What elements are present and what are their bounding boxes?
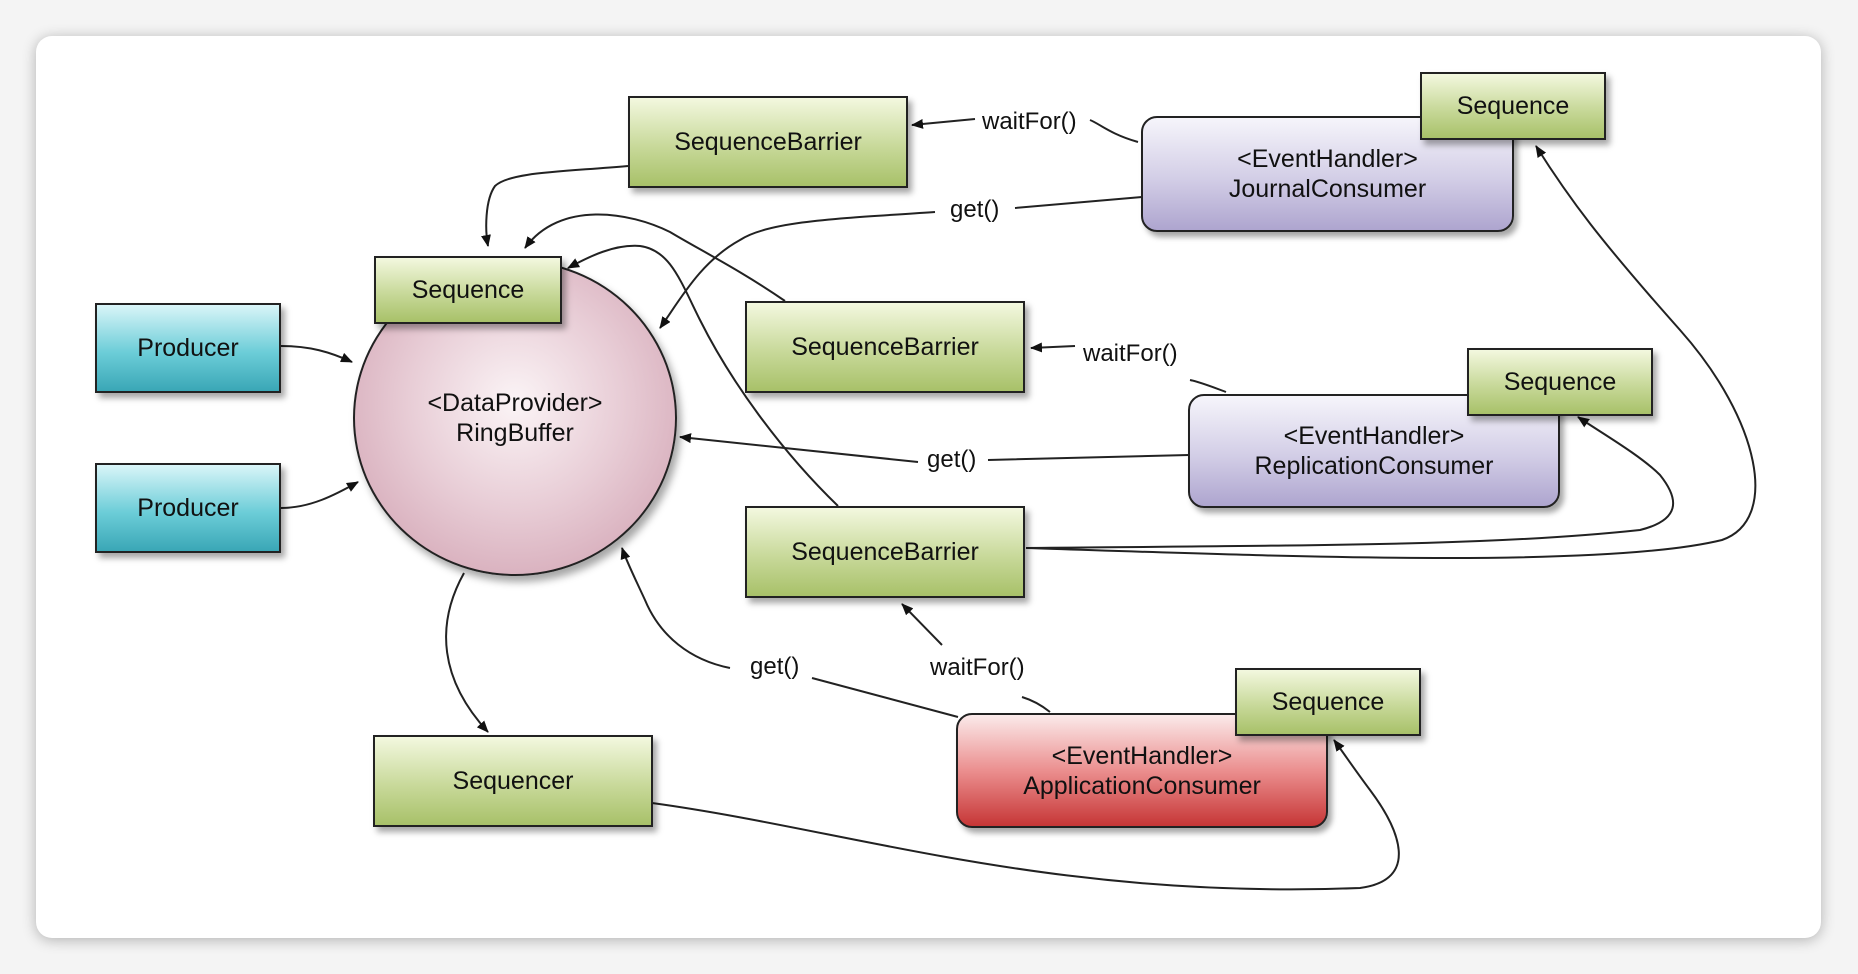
producer-2: Producer (95, 463, 281, 553)
journal-consumer-sequence: Sequence (1420, 72, 1606, 140)
edge-replication-waitfor (1031, 346, 1227, 393)
edge-ringbuffer-sequencer (445, 572, 489, 733)
journal-consumer-name: JournalConsumer (1228, 175, 1427, 203)
edge-sequencer-application-seq (651, 739, 1400, 891)
sequence-barrier-replication-label: SequenceBarrier (791, 333, 979, 361)
edge-replication-get (680, 437, 1190, 463)
edge-application-waitfor (902, 604, 1051, 713)
replication-consumer-stereotype: <EventHandler> (1283, 422, 1465, 450)
label-application-waitfor: waitFor() (926, 654, 1029, 682)
sequence-barrier-journal: SequenceBarrier (628, 96, 908, 188)
label-replication-get: get() (923, 446, 981, 474)
label-application-get: get() (746, 653, 804, 681)
label-replication-waitfor: waitFor() (1079, 340, 1182, 368)
edge-producer1-ringbuffer (280, 345, 353, 363)
application-consumer-sequence: Sequence (1235, 668, 1421, 736)
replication-consumer-name: ReplicationConsumer (1254, 452, 1494, 480)
producer-2-label: Producer (137, 494, 239, 522)
replication-consumer-sequence-label: Sequence (1503, 368, 1617, 396)
label-journal-get: get() (946, 196, 1004, 224)
ring-buffer-name: RingBuffer (456, 419, 574, 447)
journal-consumer-stereotype: <EventHandler> (1237, 145, 1418, 173)
ring-buffer-stereotype: <DataProvider> (427, 389, 603, 417)
producer-1-label: Producer (137, 334, 239, 362)
sequence-barrier-journal-label: SequenceBarrier (674, 128, 862, 156)
journal-consumer-sequence-label: Sequence (1456, 92, 1570, 120)
sequencer: Sequencer (373, 735, 653, 827)
edge-barrier2-sequence (524, 213, 786, 302)
edge-barrier1-sequence (481, 165, 629, 247)
edge-producer2-ringbuffer (280, 481, 359, 509)
application-consumer-stereotype: <EventHandler> (1051, 741, 1233, 770)
ring-buffer-sequence: Sequence (374, 256, 562, 324)
label-journal-waitfor: waitFor() (978, 108, 1081, 136)
sequence-barrier-application-label: SequenceBarrier (791, 538, 979, 566)
edge-barrier3-sequence (567, 244, 839, 507)
sequence-barrier-replication: SequenceBarrier (745, 301, 1025, 393)
edge-application-get (622, 548, 959, 718)
replication-consumer-sequence: Sequence (1467, 348, 1653, 416)
ring-buffer-sequence-label: Sequence (411, 276, 525, 304)
edge-journal-waitfor (912, 119, 1139, 143)
sequencer-label: Sequencer (452, 767, 574, 795)
producer-1: Producer (95, 303, 281, 393)
sequence-barrier-application: SequenceBarrier (745, 506, 1025, 598)
application-consumer-name: ApplicationConsumer (1023, 771, 1261, 800)
edge-barrier3-replication-seq (1025, 416, 1675, 549)
application-consumer-sequence-label: Sequence (1271, 688, 1385, 716)
edge-journal-get (660, 196, 1143, 328)
edge-barrier3-journal-seq (1025, 145, 1757, 559)
